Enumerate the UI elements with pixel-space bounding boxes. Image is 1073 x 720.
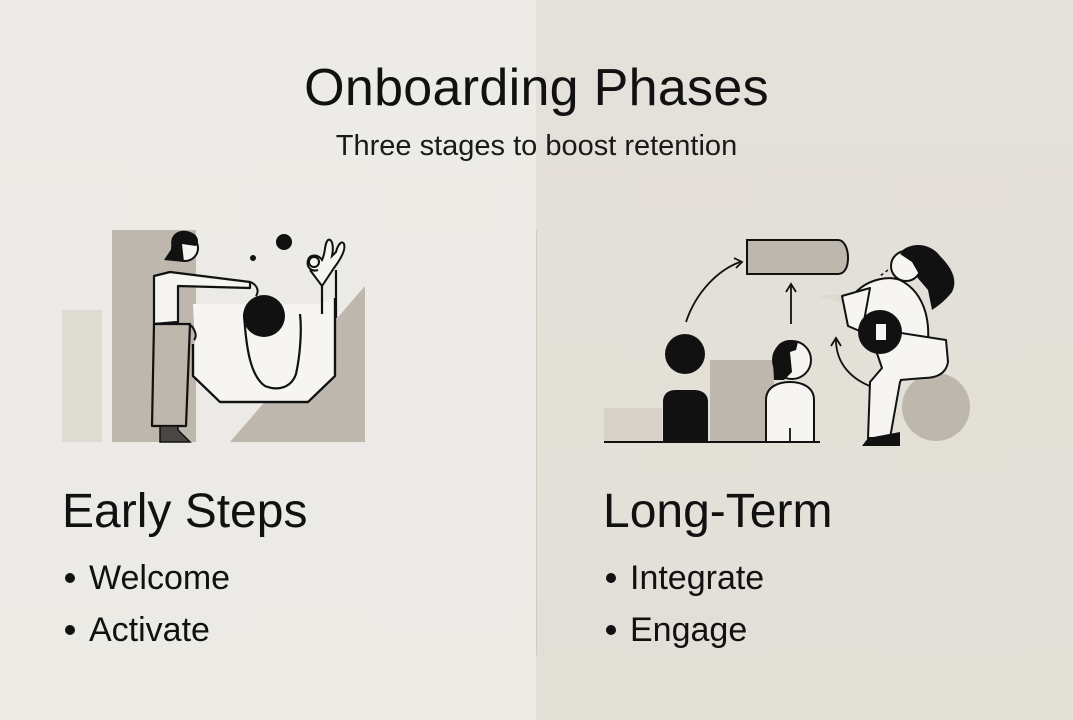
page-title: Onboarding Phases: [304, 59, 769, 117]
list-item: Activate: [62, 604, 307, 656]
bullet-icon: [65, 573, 75, 583]
list-item-label: Activate: [89, 611, 210, 649]
list-item: Engage: [603, 604, 832, 656]
bullet-icon: [606, 625, 616, 635]
phase-items-list: Welcome Activate: [62, 552, 307, 656]
page-subtitle: Three stages to boost retention: [335, 130, 738, 162]
list-item: Integrate: [603, 552, 832, 604]
list-item-label: Integrate: [630, 559, 765, 597]
list-item: Welcome: [62, 552, 307, 604]
team-cycle-illustration: [600, 232, 980, 447]
list-item-label: Engage: [630, 611, 748, 649]
bullet-icon: [606, 573, 616, 583]
list-item-label: Welcome: [89, 559, 231, 597]
panel-divider: [536, 230, 537, 655]
phase-long-term: Long-Term Integrate Engage: [603, 482, 832, 656]
phase-title: Early Steps: [62, 485, 308, 538]
phase-items-list: Integrate Engage: [603, 552, 832, 656]
guide-helping-person-illustration: [60, 226, 380, 446]
bullet-icon: [65, 625, 75, 635]
phase-early-steps: Early Steps Welcome Activate: [62, 482, 307, 656]
phase-title: Long-Term: [603, 485, 833, 538]
